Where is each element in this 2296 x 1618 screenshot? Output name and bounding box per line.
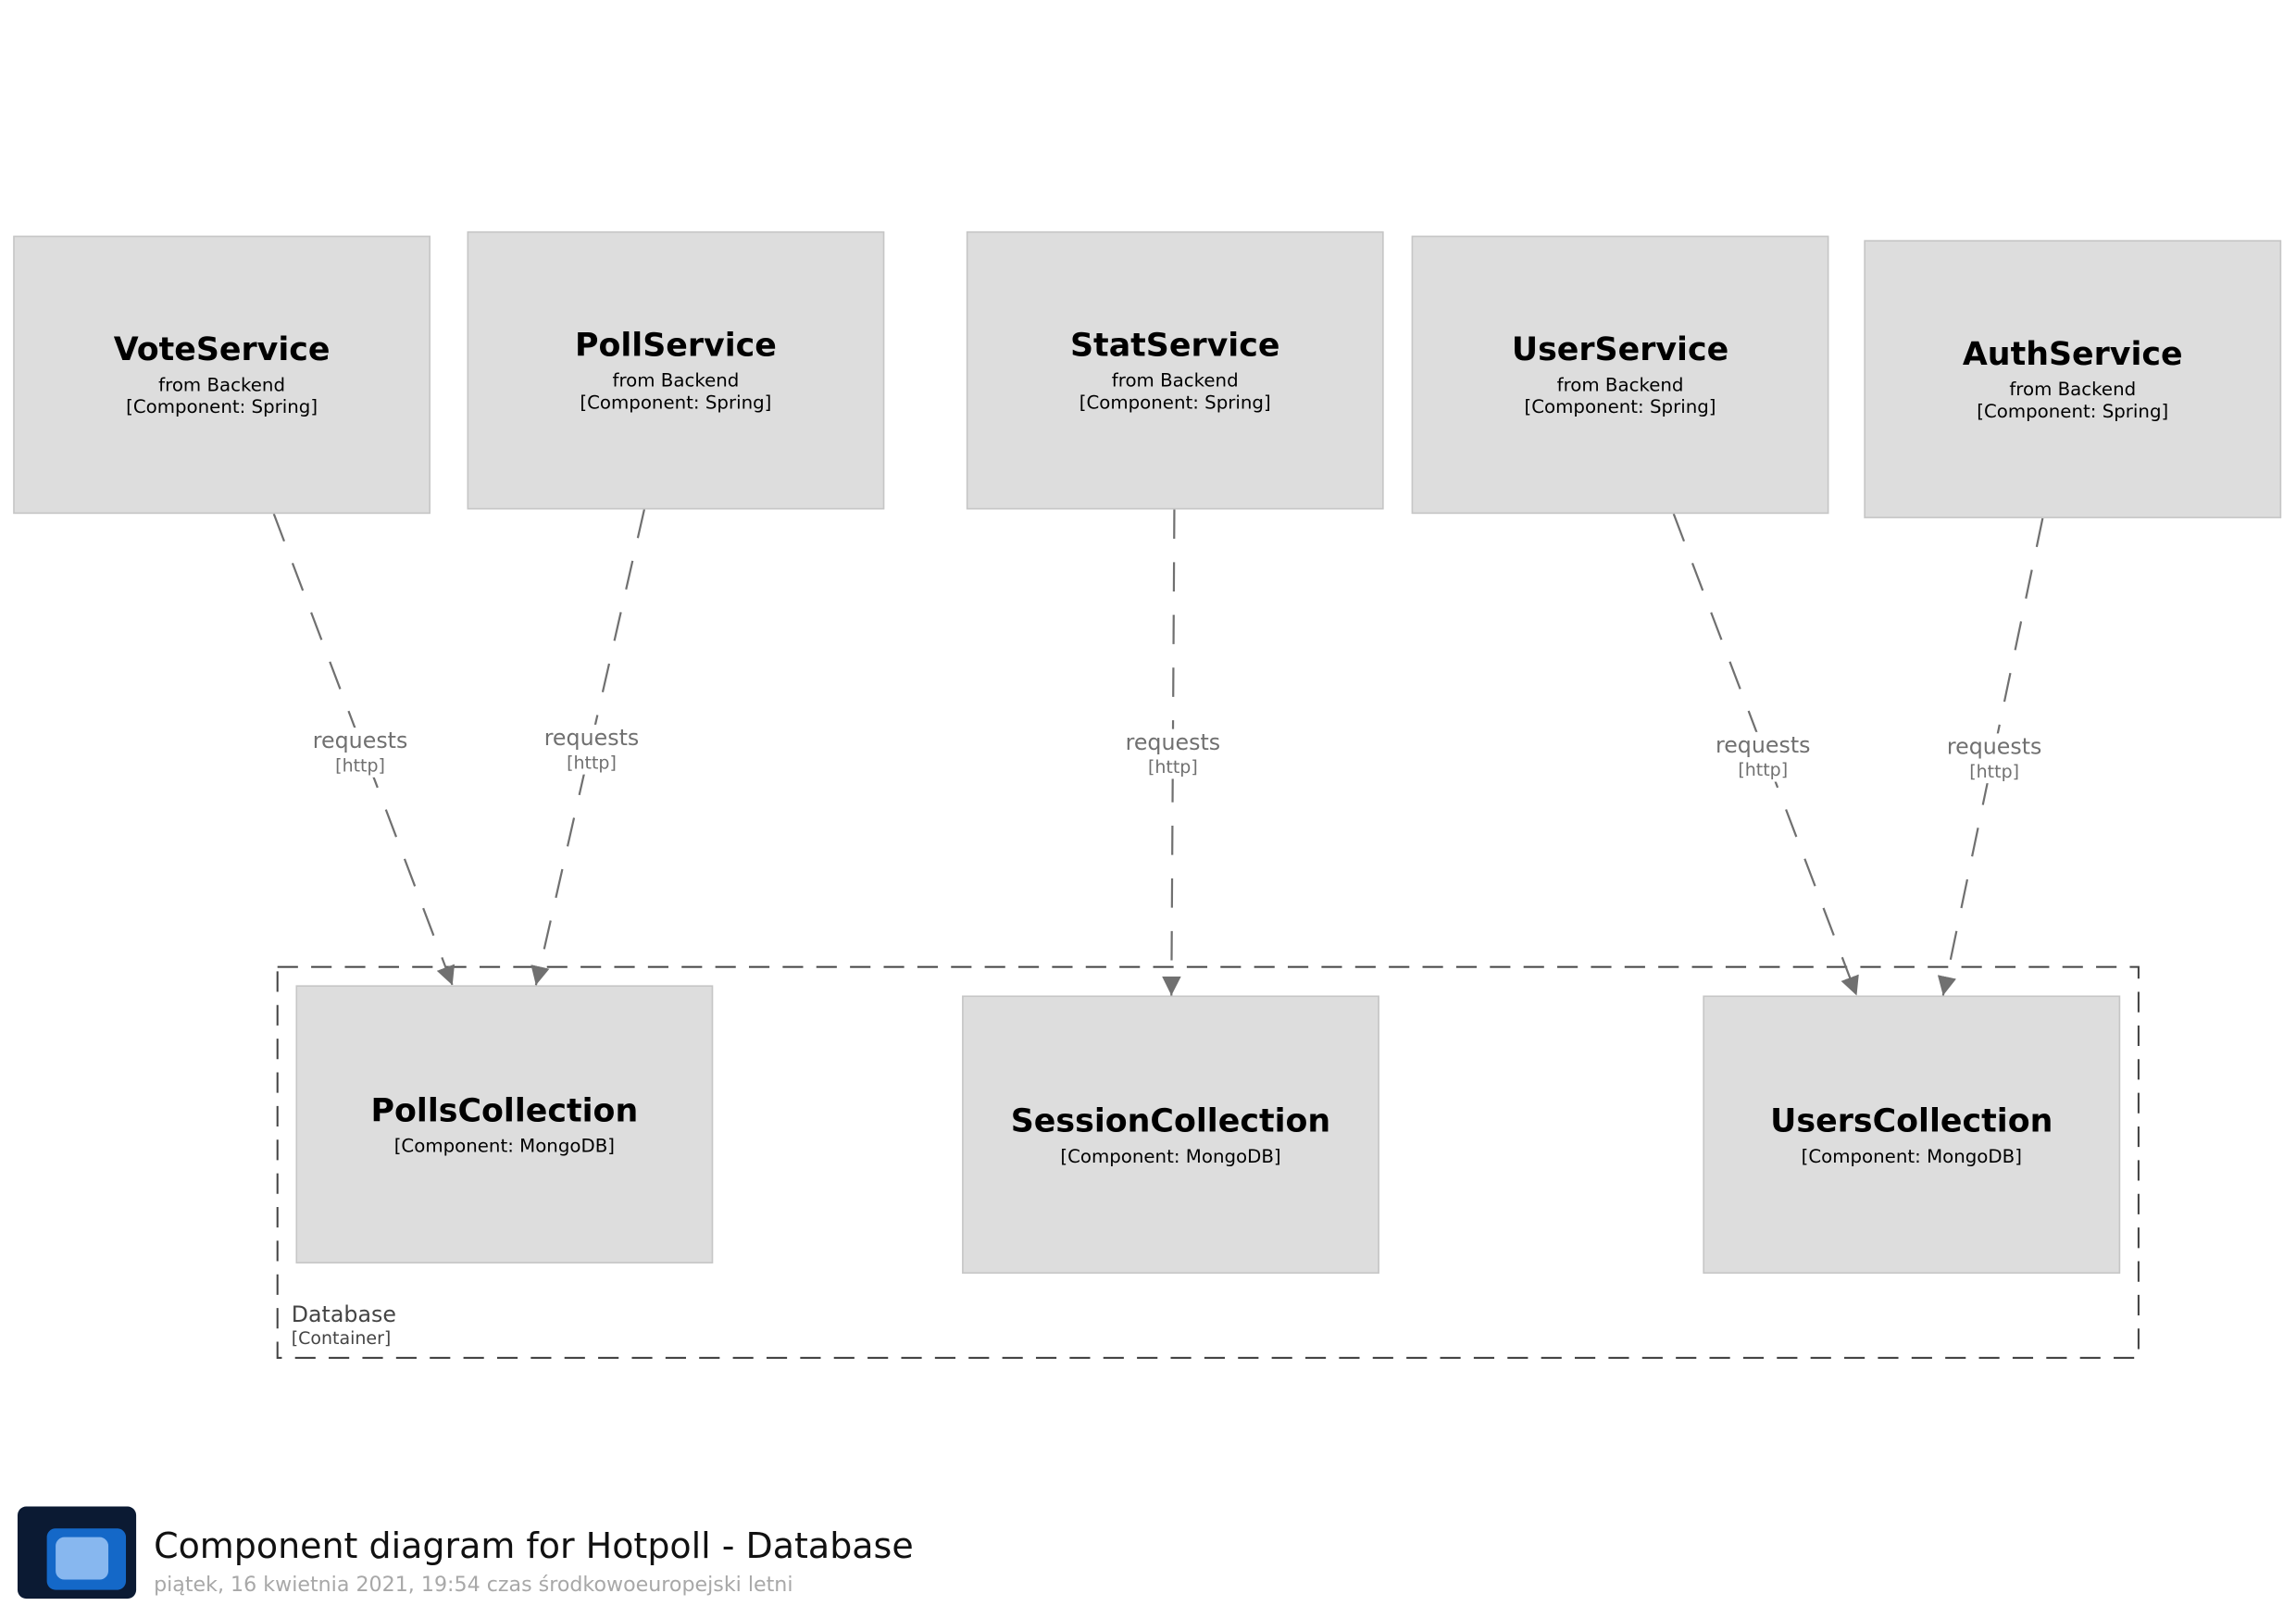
user-service-component[interactable]: UserService from Backend [Component: Spr… bbox=[1411, 235, 1829, 515]
component-technology: [Component: MongoDB] bbox=[1801, 1144, 2022, 1166]
component-technology: [Component: Spring] bbox=[126, 395, 318, 417]
relationship-label-auth-users: requests [http] bbox=[1906, 733, 2083, 784]
logo-inner-shape bbox=[56, 1537, 109, 1580]
boundary-type: [Container] bbox=[291, 1327, 392, 1349]
component-origin: from Backend bbox=[158, 373, 286, 396]
stat-service-component[interactable]: StatService from Backend [Component: Spr… bbox=[966, 230, 1384, 510]
vote-service-component[interactable]: VoteService from Backend [Component: Spr… bbox=[13, 235, 430, 515]
component-name: PollsCollection bbox=[370, 1092, 639, 1130]
structurizr-logo-icon bbox=[17, 1506, 137, 1599]
component-technology: [Component: Spring] bbox=[1524, 395, 1716, 417]
component-technology: [Component: MongoDB] bbox=[1060, 1144, 1281, 1166]
boundary-name: Database bbox=[291, 1301, 396, 1328]
relationship-description: requests bbox=[1715, 731, 1811, 759]
relationship-label-stat-session: requests [http] bbox=[1084, 728, 1261, 779]
relationship-label-user-users: requests [http] bbox=[1675, 731, 1852, 782]
relationship-technology: [http] bbox=[1738, 759, 1789, 780]
relationship-description: requests bbox=[312, 728, 408, 754]
relationship-technology: [http] bbox=[335, 755, 385, 777]
session-collection-component[interactable]: SessionCollection [Component: MongoDB] bbox=[962, 995, 1379, 1274]
component-name: PollService bbox=[574, 328, 777, 365]
relationship-description: requests bbox=[543, 724, 640, 752]
component-technology: [Component: MongoDB] bbox=[393, 1133, 616, 1156]
users-collection-component[interactable]: UsersCollection [Component: MongoDB] bbox=[1703, 995, 2121, 1274]
relationship-line-auth-users bbox=[1937, 517, 2044, 996]
relationship-technology: [http] bbox=[567, 752, 617, 774]
component-name: UserService bbox=[1511, 332, 1729, 369]
relationship-technology: [http] bbox=[1147, 756, 1198, 778]
component-technology: [Component: Spring] bbox=[1079, 391, 1271, 414]
component-origin: from Backend bbox=[612, 368, 740, 392]
logo-outer-shape bbox=[46, 1528, 127, 1590]
component-name: AuthService bbox=[1962, 336, 2183, 374]
component-name: UsersCollection bbox=[1770, 1102, 2053, 1140]
relationship-line-poll-polls bbox=[530, 509, 645, 986]
component-name: SessionCollection bbox=[1010, 1102, 1331, 1140]
database-boundary-label: Database [Container] bbox=[292, 1301, 396, 1349]
relationship-line-user-users bbox=[1672, 513, 1859, 996]
diagram-title: Component diagram for Hotpoll - Database bbox=[154, 1525, 914, 1567]
component-origin: from Backend bbox=[1111, 368, 1239, 392]
diagram-date: piątek, 16 kwietnia 2021, 19:54 czas śro… bbox=[154, 1574, 793, 1598]
component-name: StatService bbox=[1070, 328, 1280, 365]
relationship-label-vote-polls: requests [http] bbox=[272, 728, 448, 778]
relationship-description: requests bbox=[1946, 733, 2042, 760]
component-technology: [Component: Spring] bbox=[580, 391, 772, 414]
component-name: VoteService bbox=[113, 332, 331, 369]
relationship-line-stat-session bbox=[1162, 509, 1181, 996]
poll-service-component[interactable]: PollService from Backend [Component: Spr… bbox=[467, 230, 885, 510]
component-origin: from Backend bbox=[1556, 373, 1684, 396]
relationship-description: requests bbox=[1125, 728, 1221, 756]
database-boundary bbox=[276, 965, 2140, 1359]
auth-service-component[interactable]: AuthService from Backend [Component: Spr… bbox=[1864, 240, 2282, 518]
component-technology: [Component: Spring] bbox=[1977, 399, 2169, 422]
polls-collection-component[interactable]: PollsCollection [Component: MongoDB] bbox=[295, 985, 714, 1263]
relationship-technology: [http] bbox=[1969, 761, 2020, 782]
relationship-label-poll-polls: requests [http] bbox=[504, 724, 680, 775]
component-origin: from Backend bbox=[2009, 378, 2137, 400]
